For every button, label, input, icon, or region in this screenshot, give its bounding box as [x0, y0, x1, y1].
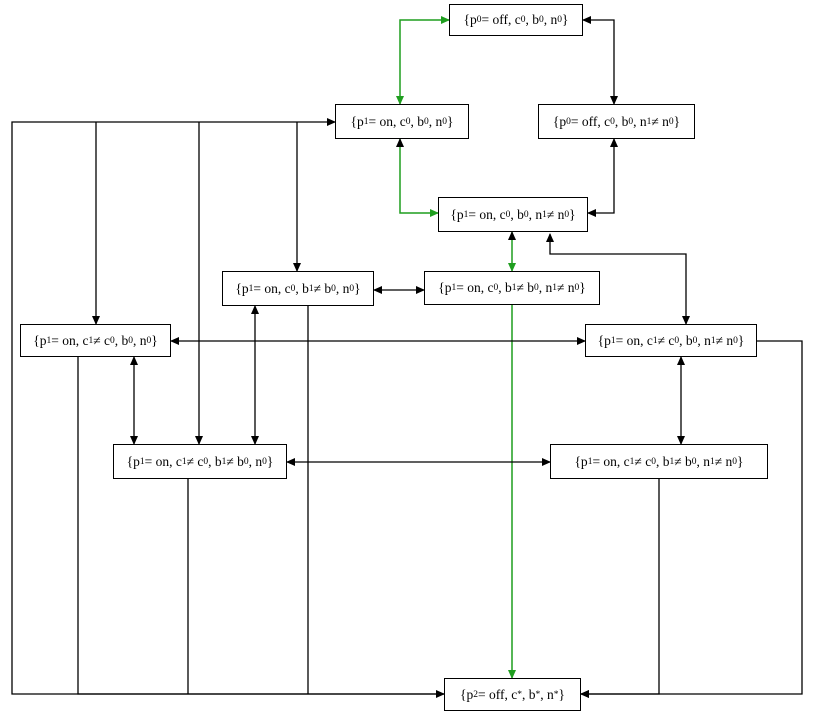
edge-top-to-p1	[396, 16, 450, 105]
edge-p1-cn-to-end	[580, 340, 803, 698]
edge-top-to-off-n	[582, 16, 618, 105]
edge-p1-to-p1-n	[396, 138, 439, 217]
edge-p1-cbn-to-end	[580, 479, 660, 698]
edge-p1-c-to-end	[77, 357, 445, 698]
edge-off-n-to-p1-n	[587, 138, 618, 217]
edge-p1-n-to-p1-cn	[546, 233, 690, 325]
edge-end-to-p1	[11, 118, 444, 695]
